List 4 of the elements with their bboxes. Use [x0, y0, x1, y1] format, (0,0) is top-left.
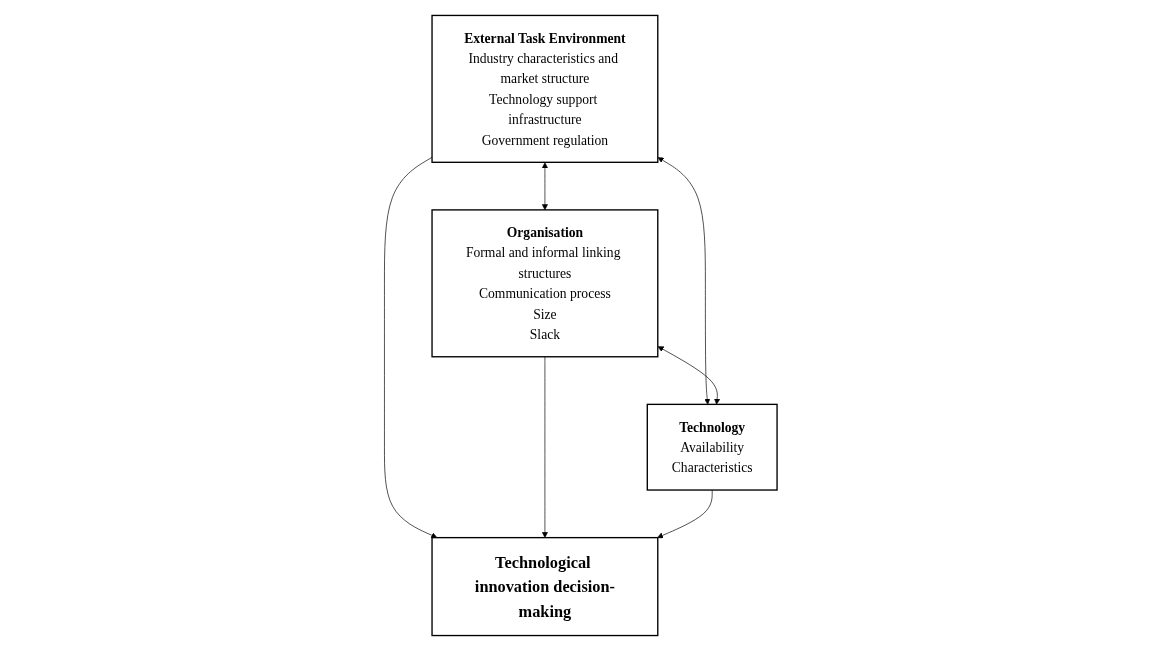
node-box: Technological innovation decision-making — [431, 536, 659, 637]
node-box: Technology Availability Characteristics — [646, 403, 778, 491]
node-box: Organisation Formal and informal linking structures Communication process Size Slack — [431, 209, 659, 358]
node-box: External Task Environment Industry characteristics and market structure Technology support infrastructure Government regulation — [431, 14, 659, 163]
